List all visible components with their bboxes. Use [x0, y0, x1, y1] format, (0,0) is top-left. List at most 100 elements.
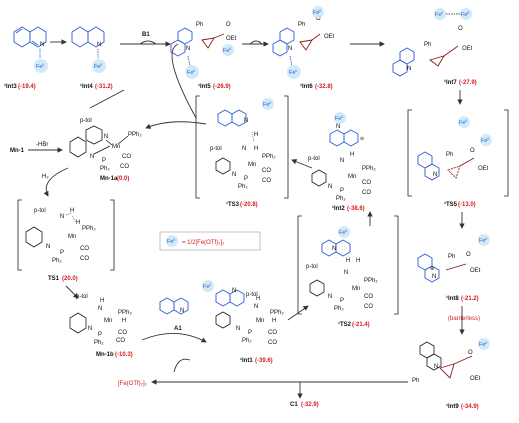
svg-text:PPh₂: PPh₂: [270, 310, 284, 316]
svg-text:Mn: Mn: [352, 286, 360, 292]
svg-text:FeII: FeII: [94, 63, 102, 70]
svg-text:OEt: OEt: [324, 34, 335, 40]
svg-text:N: N: [340, 158, 344, 164]
svg-text:FeII: FeII: [36, 63, 44, 70]
svg-text:Mn: Mn: [256, 318, 264, 324]
ts3-energy: (-20.8): [240, 202, 258, 208]
svg-text:FeII: FeII: [481, 137, 489, 144]
int8-name: ¹Int8: [446, 295, 459, 302]
int7-structure: FeII FeII N Ph O OEt: [392, 8, 473, 77]
int4-name: ¹Int4: [80, 83, 93, 90]
int9-name: ¹Int9: [446, 403, 459, 410]
svg-text:OEt: OEt: [226, 36, 237, 42]
svg-text:FeII: FeII: [203, 283, 211, 290]
int4-label: ¹Int4 (-31.2): [80, 83, 113, 90]
svg-text:N: N: [232, 288, 236, 294]
svg-text:H: H: [254, 146, 258, 152]
c1-label: C1 (-32.9): [290, 402, 319, 408]
svg-text:N: N: [232, 172, 236, 178]
svg-text:PPh₂: PPh₂: [128, 132, 142, 138]
int1-energy: (-39.6): [255, 358, 273, 364]
int4-structure: N FeII: [71, 26, 106, 73]
svg-text:N: N: [180, 308, 184, 314]
reagent-a1: A1: [174, 326, 182, 332]
ts5-energy: (-13.0): [458, 202, 476, 208]
svg-text:H: H: [356, 258, 360, 264]
svg-text:Mn: Mn: [348, 174, 356, 180]
svg-text:Ph₂: Ph₂: [238, 184, 248, 190]
int3-energy: (-19.4): [18, 84, 36, 90]
ts3-name: ¹TS3: [226, 201, 240, 208]
int7-label: ¹Int7 (-27.9): [444, 79, 477, 86]
svg-text:H: H: [256, 296, 260, 302]
svg-text:FeII: FeII: [223, 47, 231, 54]
svg-text:CO: CO: [118, 330, 127, 336]
int1-name: ¹Int1: [240, 357, 253, 364]
svg-text:p-tol: p-tol: [76, 294, 88, 300]
svg-text:⊕: ⊕: [430, 266, 434, 272]
svg-text:OEt: OEt: [470, 376, 481, 382]
arrow-ts3-mn1a: [145, 121, 207, 129]
svg-text:Mn: Mn: [104, 318, 112, 324]
mn1a-structure: p-tol N PPh₂ Mn N P Ph₂ CO CO: [69, 118, 142, 172]
ts3-structure: FeII N H p-tol N H PPh₂ Mn N P Ph₂ CO CO: [195, 95, 289, 199]
svg-text:Ph: Ph: [424, 42, 431, 48]
mn1b-structure: p-tol N H PPh₂ Mn H N P Ph₂ CO CO: [69, 294, 132, 346]
svg-text:N: N: [244, 118, 248, 124]
int6-energy: (-32.8): [315, 84, 333, 90]
svg-text:N: N: [328, 184, 332, 190]
svg-text:CO: CO: [80, 256, 89, 262]
int6-structure: N Ph O OEt FeII FeII: [272, 6, 335, 79]
int3-name: ¹Int3: [4, 83, 17, 90]
int3-label: ¹Int3 (-19.4): [4, 83, 36, 90]
int9-energy: (-34.9): [461, 404, 479, 410]
reagent-mn1: Mn-1: [10, 148, 25, 154]
svg-text:FeII: FeII: [313, 9, 321, 16]
svg-text:CO: CO: [362, 190, 371, 196]
svg-text:⊖: ⊖: [360, 136, 364, 142]
svg-text:FeII: FeII: [461, 11, 469, 18]
svg-text:FeII: FeII: [479, 341, 487, 348]
svg-text:p-tol: p-tol: [246, 292, 258, 298]
c1-energy: (-32.9): [301, 402, 319, 408]
svg-text:N: N: [186, 46, 190, 52]
svg-text:P: P: [248, 330, 252, 336]
svg-text:FeII: FeII: [339, 229, 347, 236]
svg-text:Ph₂: Ph₂: [100, 166, 110, 172]
svg-text:P: P: [98, 332, 102, 338]
svg-text:H: H: [122, 318, 126, 324]
ts2-name: ¹TS2: [338, 321, 352, 328]
svg-text:Ph₂: Ph₂: [336, 196, 346, 202]
int9-label: ¹Int9 (-34.9): [446, 403, 479, 410]
svg-text:Ph₂: Ph₂: [52, 258, 62, 264]
svg-text:N: N: [344, 270, 348, 276]
svg-text:N: N: [97, 42, 101, 48]
svg-text:Ph₂: Ph₂: [94, 340, 104, 346]
svg-text:H: H: [272, 318, 276, 324]
legend-text: = 1/2[Fe(OTf)₂]₂: [182, 240, 225, 246]
svg-text:CO: CO: [120, 164, 129, 170]
svg-text:CO: CO: [80, 246, 89, 252]
svg-text:CO: CO: [364, 294, 373, 300]
svg-text:H: H: [350, 152, 354, 158]
svg-text:N: N: [104, 134, 108, 140]
svg-text:H: H: [76, 220, 80, 226]
ts1-energy: (20.0): [62, 276, 78, 282]
svg-text:FeII: FeII: [167, 238, 175, 245]
ts2-energy: (-21.4): [352, 322, 370, 328]
svg-text:PPh₂: PPh₂: [362, 166, 376, 172]
svg-text:Mn: Mn: [248, 162, 256, 168]
svg-text:P: P: [60, 250, 64, 256]
arrow-int2-ts3: [291, 159, 313, 169]
svg-text:Mn: Mn: [112, 144, 120, 150]
reagent-h2: H₂: [42, 174, 49, 180]
fe-legend: FeII = 1/2[Fe(OTf)₂]₂: [159, 231, 261, 251]
svg-text:CO: CO: [122, 154, 131, 160]
svg-text:N: N: [90, 154, 94, 160]
svg-text:OEt: OEt: [470, 268, 481, 274]
svg-text:N: N: [332, 246, 336, 252]
svg-text:N: N: [407, 66, 411, 72]
svg-text:Ph: Ph: [446, 152, 453, 158]
int2-name: ¹Int2: [332, 205, 345, 212]
svg-text:CO: CO: [362, 180, 371, 186]
